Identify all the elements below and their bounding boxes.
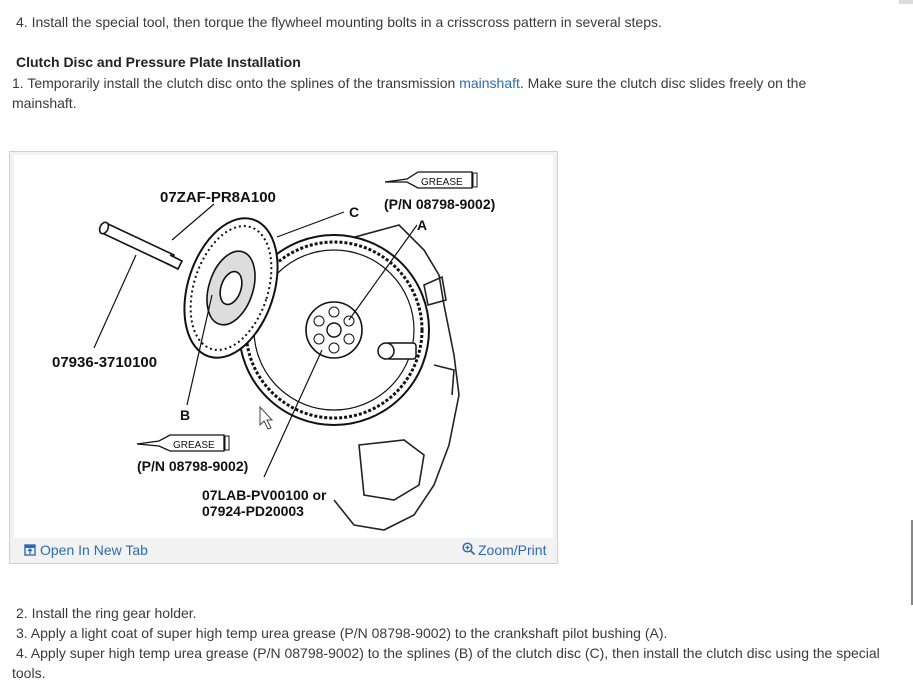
grease-tag-top: GREASE: [384, 171, 478, 189]
alignment-tool: [98, 221, 184, 271]
step-1-text: 1. Temporarily install the clutch disc o…: [12, 73, 806, 93]
mouse-cursor-icon: [259, 405, 274, 430]
zoom-icon: [462, 542, 476, 556]
clutch-disc: [183, 217, 279, 359]
callout-b: B: [180, 407, 190, 423]
step-2-text: 2. Install the ring gear holder.: [16, 605, 197, 621]
step-3-text: 3. Apply a light coat of super high temp…: [16, 625, 668, 641]
callout-a: A: [417, 217, 427, 233]
tool-label-bottom-1: 07LAB-PV00100 or: [202, 487, 327, 503]
open-new-tab-label: Open In New Tab: [40, 542, 148, 558]
grease-label-top: GREASE: [421, 177, 463, 188]
callout-c: C: [349, 204, 359, 220]
open-tab-icon: [24, 544, 36, 556]
tool-label-bottom-2: 07924-PD20003: [202, 503, 304, 519]
figure-toolbar: Open In New Tab Zoom/Print: [10, 538, 557, 563]
tool-label-left: 07936-3710100: [52, 354, 157, 371]
clutch-illustration: GREASE GREASE 07ZAF-PR8A100 07936-371010…: [52, 171, 495, 531]
open-new-tab-button[interactable]: Open In New Tab: [24, 542, 148, 558]
step-1-post: . Make sure the clutch disc slides freel…: [519, 75, 807, 91]
figure-container: GREASE GREASE 07ZAF-PR8A100 07936-371010…: [9, 151, 558, 564]
step-4-wrap: tools.: [12, 665, 46, 681]
tool-label-top: 07ZAF-PR8A100: [160, 189, 276, 206]
step-1-wrap: mainshaft.: [12, 95, 77, 111]
zoom-print-button[interactable]: Zoom/Print: [462, 542, 546, 558]
flywheel: [238, 234, 430, 426]
step-4-text: 4. Apply super high temp urea grease (P/…: [16, 645, 880, 661]
step-1-pre: 1. Temporarily install the clutch disc o…: [12, 75, 460, 91]
clutch-diagram[interactable]: GREASE GREASE 07ZAF-PR8A100 07936-371010…: [14, 155, 553, 538]
pn-label-top: (P/N 08798-9002): [384, 196, 495, 212]
zoom-print-label: Zoom/Print: [478, 542, 547, 558]
pn-label-bottom: (P/N 08798-9002): [137, 458, 248, 474]
grease-tag-bottom: GREASE: [136, 434, 230, 452]
mainshaft-link[interactable]: mainshaft: [459, 75, 520, 91]
scrollbar[interactable]: [911, 520, 913, 605]
grease-label-bottom: GREASE: [173, 440, 215, 451]
step-4-flywheel: 4. Install the special tool, then torque…: [16, 14, 662, 30]
section-heading: Clutch Disc and Pressure Plate Installat…: [16, 54, 301, 70]
scroll-indicator-top: [899, 0, 913, 4]
